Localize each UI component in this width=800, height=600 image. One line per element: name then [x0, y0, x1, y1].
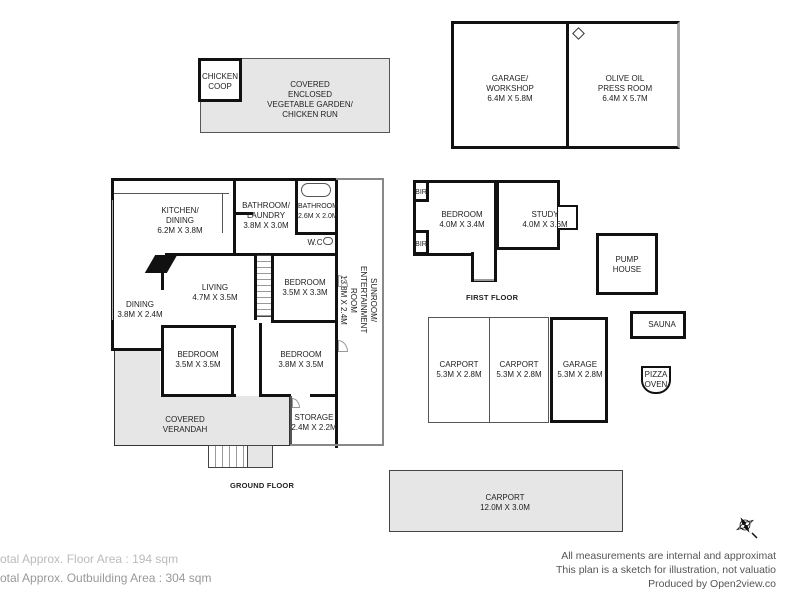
bathroom-laundry-label: BATHROOM/ LAUNDRY 3.8M X 3.0M: [242, 201, 290, 230]
sunroom-label: SUNROOM/ ENTERTAINMENT ROOM 13.8M X 2.4M: [339, 266, 378, 334]
disclaimer-sketch: This plan is a sketch for illustration, …: [555, 564, 776, 576]
living-label: LIVING 4.7M X 3.5M: [192, 283, 238, 302]
bedroom-a-label: BEDROOM 3.5M X 3.3M: [282, 278, 328, 297]
kitchen-dining-label: KITCHEN/ DINING 6.2M X 3.8M: [157, 206, 203, 235]
sauna-label: SAUNA: [648, 320, 676, 329]
kitchen-bench-line: [114, 193, 229, 194]
wall-top: [111, 178, 337, 181]
pizza-oven-label: PIZZA OVEN: [644, 370, 668, 389]
sunroom-bottom: [336, 444, 384, 446]
ground-floor-title: GROUND FLOOR: [230, 481, 295, 490]
first-floor-title: FIRST FLOOR: [466, 293, 519, 302]
wall-bedroom-b-left: [161, 325, 164, 397]
wall-right-top: [335, 178, 338, 448]
sunroom-right: [382, 178, 384, 446]
wall-stairs-right: [271, 255, 274, 320]
kitchen-bench-line-v: [222, 193, 223, 233]
wall-bedroom-a-bottom: [271, 320, 338, 323]
produced-by: Produced by Open2view.co: [648, 578, 776, 590]
wall-bedroom-b-right: [231, 325, 234, 397]
vegetable-garden-label: COVERED ENCLOSED VEGETABLE GARDEN/ CHICK…: [267, 80, 353, 119]
sauna-room: [630, 311, 686, 339]
wall-bedroom-b-top: [161, 325, 236, 328]
wall-bedroom-c-bottom2: [310, 394, 338, 397]
total-floor-area: otal Approx. Floor Area : 194 sqm: [0, 552, 179, 566]
carport-large-label: CARPORT 12.0M X 3.0M: [480, 493, 530, 512]
verandah-steps: [208, 445, 248, 468]
olive-oil-press-label: OLIVE OIL PRESS ROOM 6.4M X 5.7M: [597, 74, 653, 103]
first-floor-study: [496, 180, 560, 250]
window-left: [112, 200, 113, 320]
wall-storage-bottom: [290, 444, 338, 446]
first-floor-bir-2: [413, 230, 429, 255]
bir-2-label: BIR: [415, 241, 427, 248]
garage-workshop-label: GARAGE/ WORKSHOP 6.4M X 5.8M: [486, 74, 534, 103]
wall-bedroom-c-bottom: [259, 394, 291, 397]
disclaimer-measurements: All measurements are internal and approx…: [561, 550, 776, 562]
alcove-window: [474, 279, 494, 281]
garage-room: [550, 317, 608, 423]
dining-label: DINING 3.8M X 2.4M: [117, 300, 163, 319]
olive-oil-press-room: [566, 21, 680, 149]
first-floor-bedroom-alcove: [471, 252, 497, 282]
wall-bath-div: [295, 178, 298, 233]
wall-laundry-partial: [233, 212, 253, 215]
compass-rose-icon: [735, 517, 758, 539]
bedroom-b-label: BEDROOM 3.5M X 3.5M: [175, 350, 221, 369]
pump-house-room: [596, 233, 658, 295]
wall-dining-bottom: [111, 348, 161, 351]
wall-wc-top: [295, 232, 337, 235]
wall-bath-laundry-bottom: [233, 253, 338, 256]
garage-label: GARAGE 5.3M X 2.8M: [557, 360, 603, 379]
study-bay: [558, 205, 578, 230]
pizza-oven: [641, 366, 671, 394]
bathroom-label: BATHROOM 2.6M X 2.0M: [298, 203, 338, 220]
carport-large-room: [389, 470, 623, 532]
toilet-icon: [323, 237, 333, 245]
ground-floor-stairs: [256, 255, 272, 317]
bathtub-icon: [301, 183, 331, 197]
bedroom-c-label: BEDROOM 3.8M X 3.5M: [278, 350, 324, 369]
wall-kitchen-living: [165, 253, 235, 256]
total-outbuilding-area: otal Approx. Outbuilding Area : 304 sqm: [0, 571, 212, 585]
chicken-coop-label: CHICKEN COOP: [201, 72, 238, 91]
carport-1-label: CARPORT 5.3M X 2.8M: [436, 360, 482, 379]
verandah-landing: [247, 445, 273, 468]
first-floor-bir-1: [413, 180, 429, 202]
wc-label: W.C: [307, 238, 323, 247]
bir-1-label: BIR: [415, 189, 427, 196]
storage-label: STORAGE 2.4M X 2.2M: [291, 413, 337, 432]
wall-storage-left: [290, 396, 292, 444]
pump-house-label: PUMP HOUSE: [612, 255, 642, 274]
carport-2-room: [489, 317, 549, 423]
carport-2-label: CARPORT 5.3M X 2.8M: [496, 360, 542, 379]
wall-bath-laundry-left: [233, 178, 236, 256]
wall-bedroom-c-left: [259, 323, 262, 397]
chicken-coop-room: [198, 58, 242, 102]
door-storage: [292, 398, 300, 408]
sunroom-top: [336, 178, 384, 180]
verandah-cutout: [160, 328, 290, 396]
garage-workshop-room: [451, 21, 569, 149]
study-label: STUDY 4.0M X 3.6M: [522, 210, 568, 229]
wall-bedroom-b-bottom: [161, 394, 236, 397]
carport-1-room: [428, 317, 490, 423]
wall-dining-living: [161, 270, 164, 290]
wall-stairs-left: [254, 255, 257, 320]
first-floor-bedroom-label: BEDROOM 4.0M X 3.4M: [439, 210, 485, 229]
verandah-label: COVERED VERANDAH: [162, 415, 208, 434]
